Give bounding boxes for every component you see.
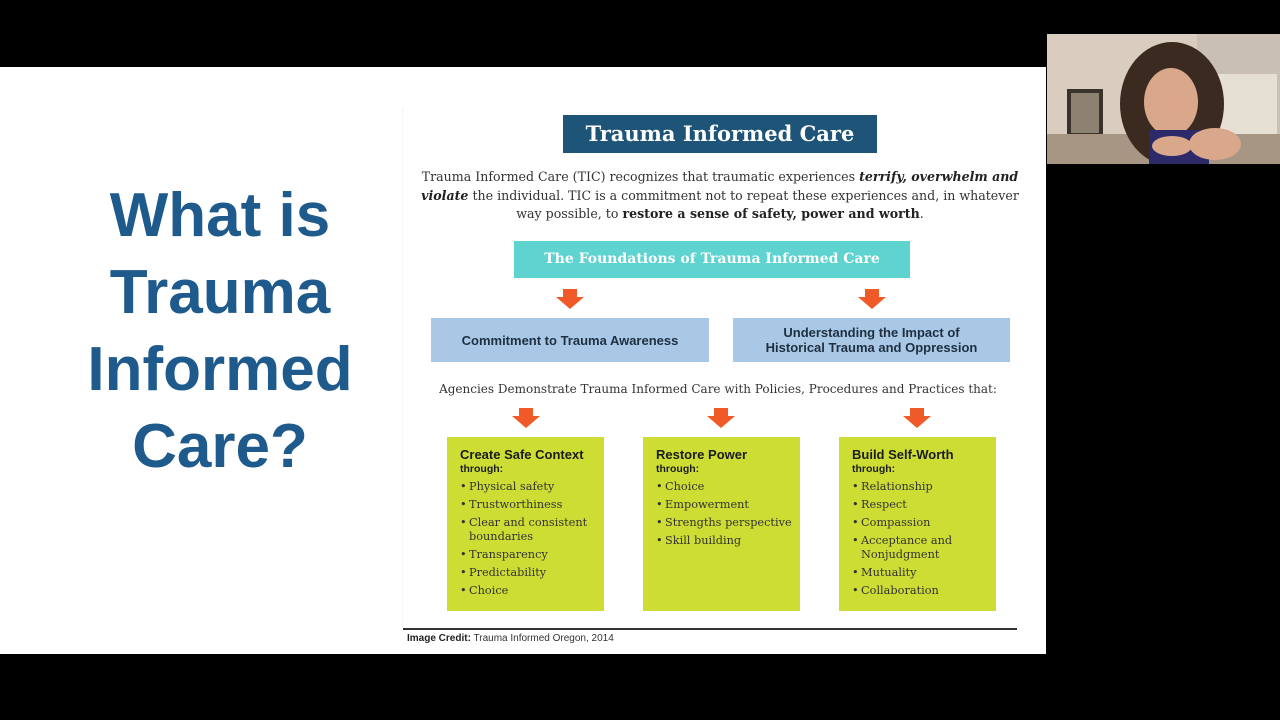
arrow-down-icon: [556, 289, 584, 309]
pillar-historical-trauma: Understanding the Impact of Historical T…: [733, 318, 1010, 362]
intro-bold: restore a sense of safety, power and wor…: [622, 206, 920, 221]
arrow-down-icon: [903, 408, 931, 428]
box-list: Physical safety Trustworthiness Clear an…: [447, 480, 604, 598]
slide-title-line: Trauma: [109, 258, 331, 327]
box-through: through:: [656, 463, 700, 475]
list-item: Compassion: [852, 516, 996, 530]
pillar-trauma-awareness: Commitment to Trauma Awareness: [431, 318, 709, 362]
presenter-video[interactable]: [1047, 34, 1280, 164]
credit-label: Image Credit:: [407, 633, 471, 644]
foundations-banner: The Foundations of Trauma Informed Care: [514, 241, 910, 278]
list-item: Predictability: [460, 566, 604, 580]
box-safe-context: Create Safe Context through: Physical sa…: [447, 437, 604, 611]
box-list: Choice Empowerment Strengths perspective…: [643, 480, 800, 548]
slide-title-line: What is: [109, 181, 331, 250]
presenter-video-icon: [1047, 34, 1280, 164]
box-restore-power: Restore Power through: Choice Empowermen…: [643, 437, 800, 611]
list-item: Respect: [852, 498, 996, 512]
box-through: through:: [852, 463, 896, 475]
list-item: Strengths perspective: [656, 516, 800, 530]
intro-emphasis: terrify, overwhelm and violate: [421, 169, 1019, 203]
list-item: Physical safety: [460, 480, 604, 494]
list-item: Choice: [656, 480, 800, 494]
box-list: Relationship Respect Compassion Acceptan…: [839, 480, 996, 598]
intro-text: Trauma Informed Care (TIC) recognizes th…: [420, 168, 1020, 224]
list-item: Transparency: [460, 548, 604, 562]
list-item: Clear and consistent boundaries: [460, 516, 604, 544]
divider: [402, 107, 404, 627]
image-credit: Image Credit: Trauma Informed Oregon, 20…: [407, 633, 614, 644]
list-item: Acceptance and Nonjudgment: [852, 534, 996, 562]
arrow-down-icon: [707, 408, 735, 428]
slide-title: What is Trauma Informed Care?: [40, 177, 400, 485]
intro-part: Trauma Informed Care (TIC) recognizes th…: [421, 169, 860, 184]
box-title: Restore Power: [656, 447, 748, 462]
list-item: Skill building: [656, 534, 800, 548]
credit-text: Trauma Informed Oregon, 2014: [470, 633, 614, 644]
intro-part: .: [919, 206, 924, 221]
list-item: Collaboration: [852, 584, 996, 598]
box-title: Build Self-Worth: [852, 447, 954, 462]
box-title: Create Safe Context: [460, 447, 584, 462]
arrow-down-icon: [512, 408, 540, 428]
slide: What is Trauma Informed Care? Trauma Inf…: [0, 67, 1046, 654]
diagram-header: Trauma Informed Care: [563, 115, 877, 153]
list-item: Choice: [460, 584, 604, 598]
credit-divider: [403, 628, 1017, 630]
list-item: Mutuality: [852, 566, 996, 580]
intro-part: the individual. TIC is a commitment not …: [468, 187, 1019, 222]
list-item: Trustworthiness: [460, 498, 604, 512]
slide-title-line: Care?: [132, 412, 308, 481]
slide-title-line: Informed: [87, 335, 353, 404]
agencies-text: Agencies Demonstrate Trauma Informed Car…: [439, 382, 997, 396]
arrow-down-icon: [858, 289, 886, 309]
box-through: through:: [460, 463, 504, 475]
list-item: Relationship: [852, 480, 996, 494]
list-item: Empowerment: [656, 498, 800, 512]
box-self-worth: Build Self-Worth through: Relationship R…: [839, 437, 996, 611]
